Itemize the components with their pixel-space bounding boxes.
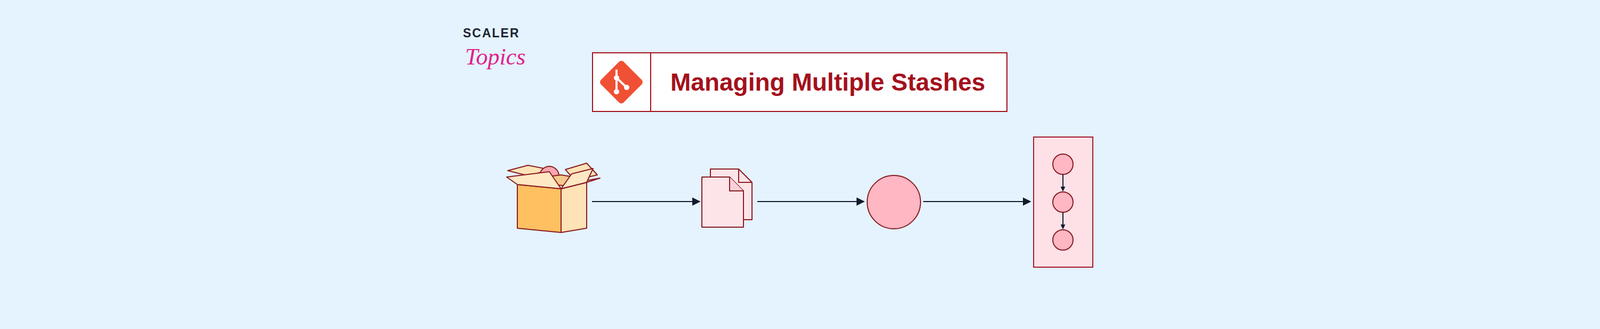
flow-arrow	[592, 201, 700, 203]
logo-wordmark: SCALER	[462, 26, 520, 41]
stash-box	[506, 163, 600, 233]
title-frame	[592, 52, 1007, 112]
flow-arrow	[757, 201, 864, 203]
flow-arrow	[923, 201, 1031, 203]
title-text: Managing Multiple Stashes	[670, 69, 986, 95]
stash-circle	[867, 175, 921, 229]
git-icon	[598, 59, 645, 106]
logo-script: Topics	[465, 43, 526, 71]
document-icon	[701, 169, 752, 228]
title-divider	[650, 52, 652, 112]
stash-list	[1033, 137, 1093, 268]
stash-entries	[1052, 154, 1074, 251]
